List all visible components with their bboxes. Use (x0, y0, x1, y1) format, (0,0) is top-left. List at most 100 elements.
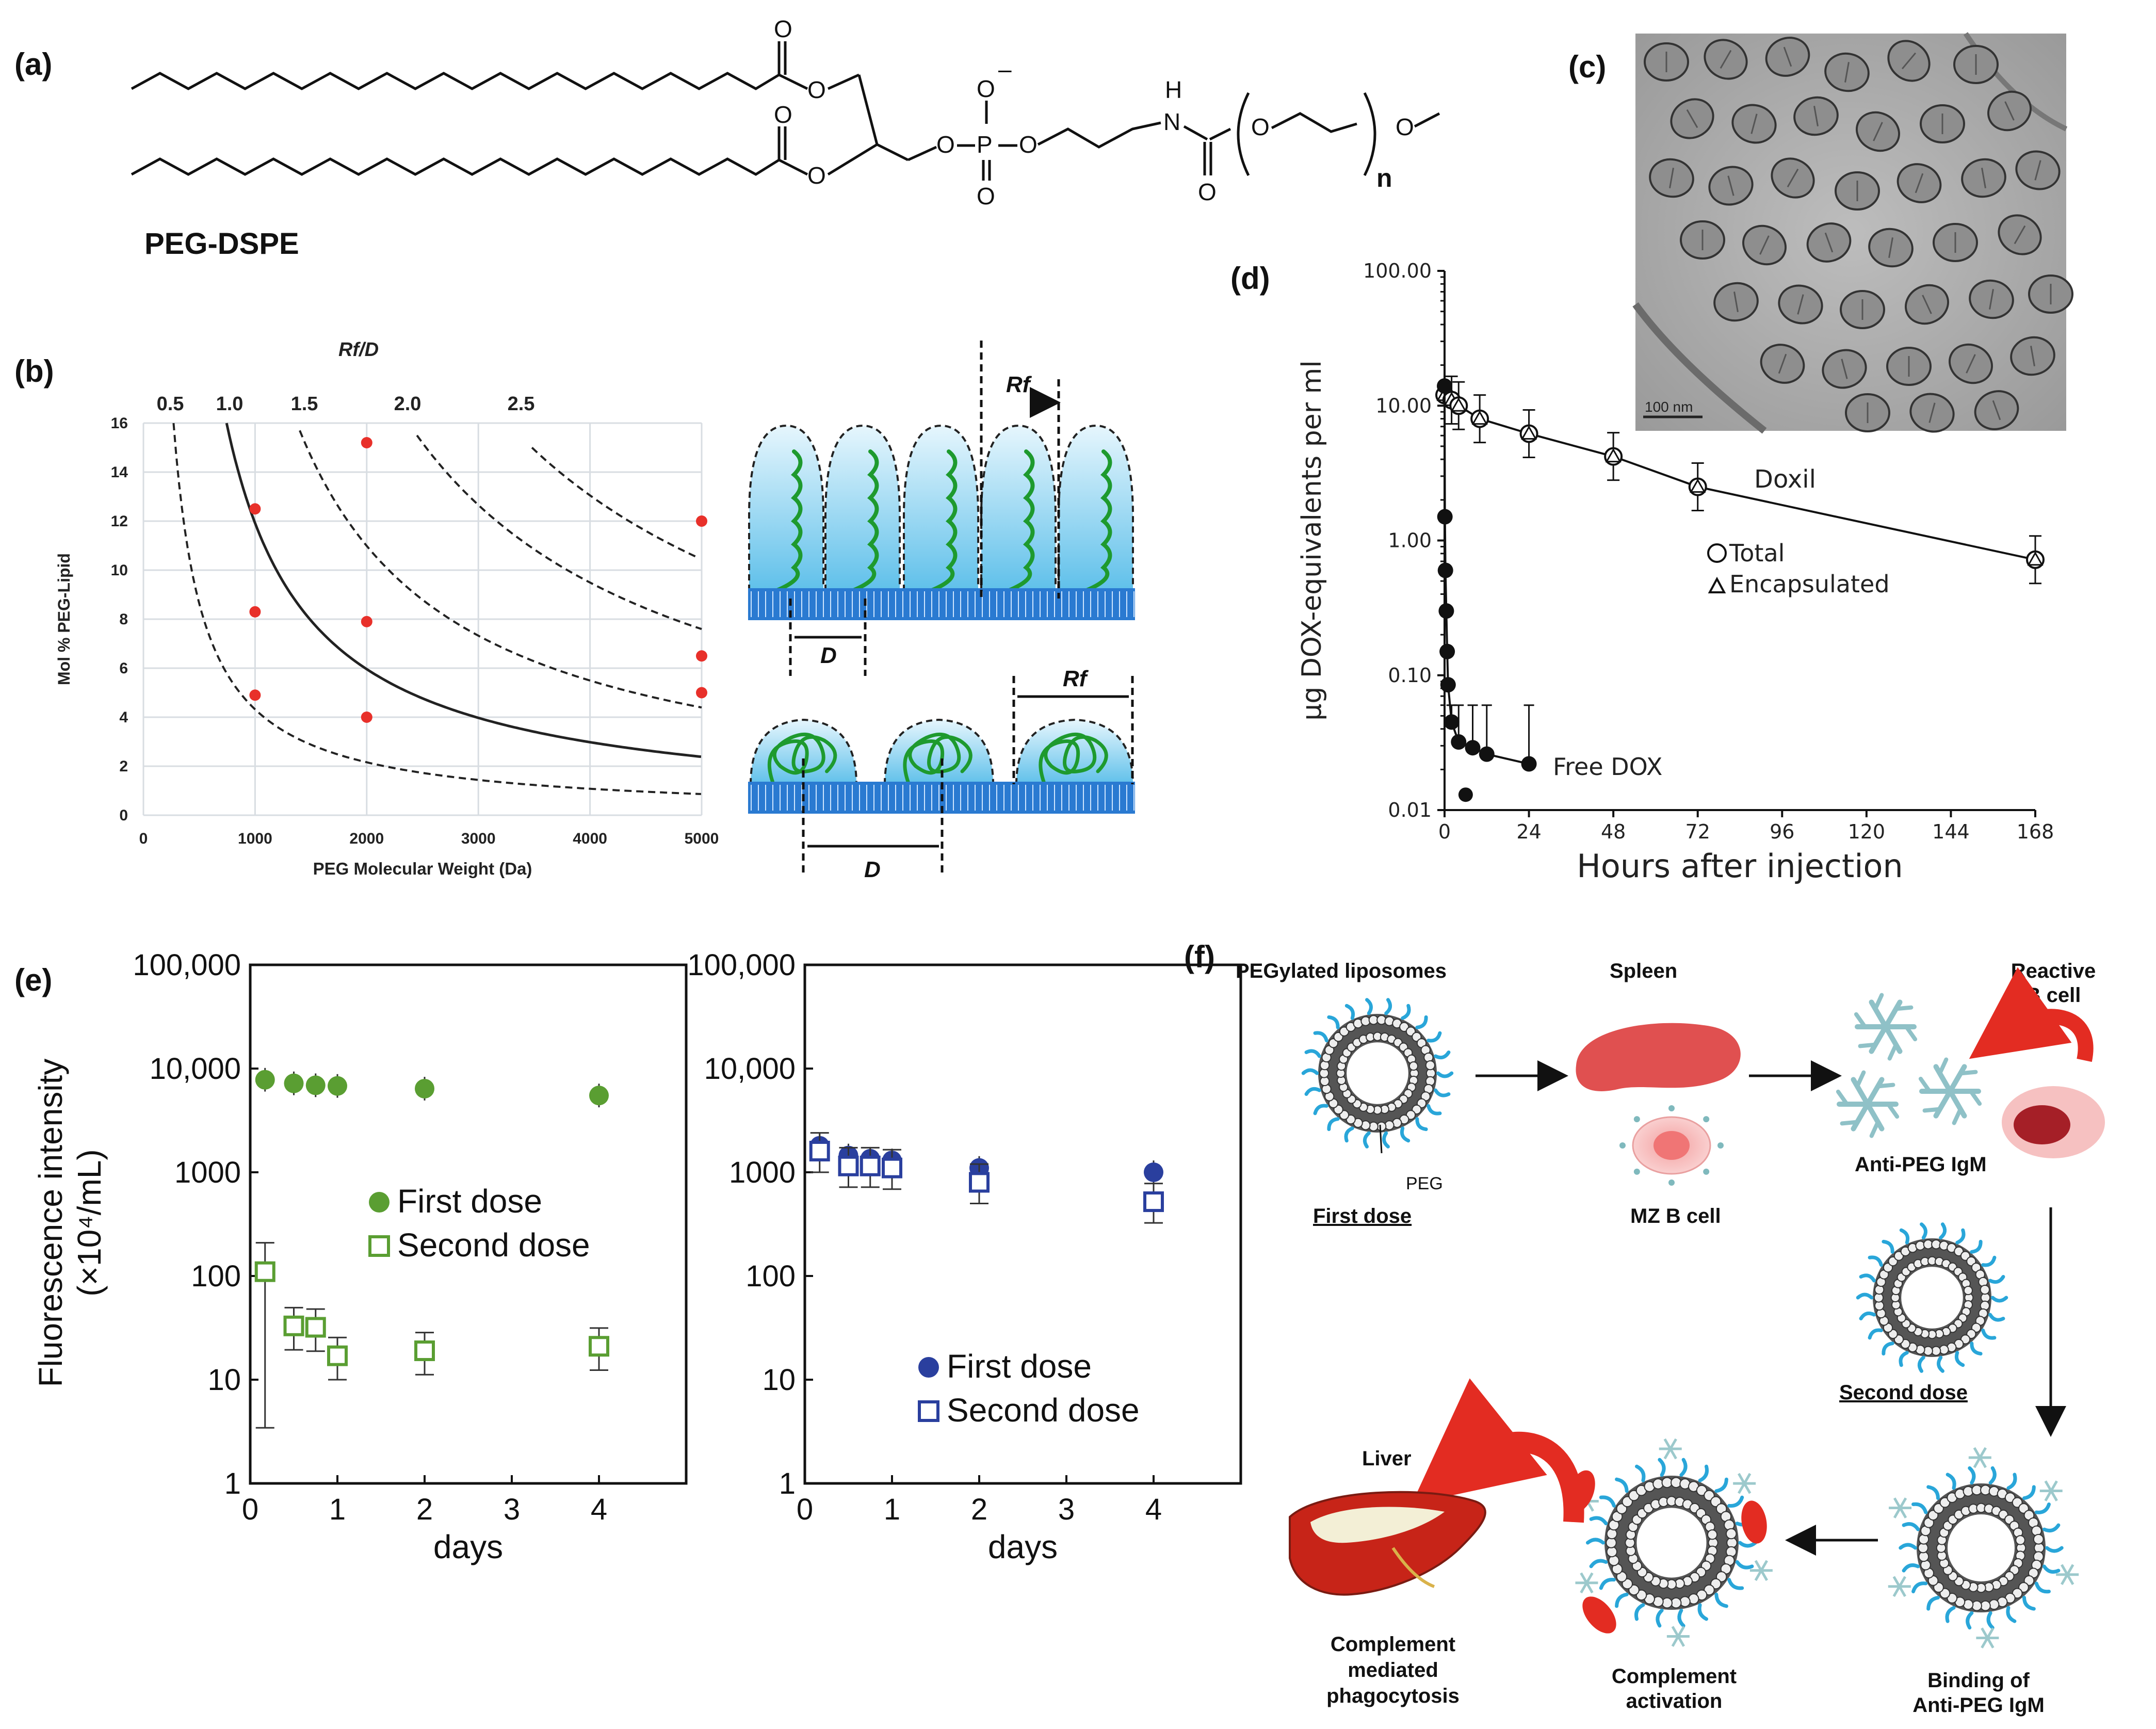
peg-chain (1902, 1522, 1920, 1531)
igm-arm (1865, 1102, 1885, 1132)
peg-chain (1677, 1608, 1685, 1628)
peg-chain (2042, 1564, 2061, 1574)
peg-chain-extended (774, 449, 803, 593)
x-tick-label: 1 (329, 1493, 346, 1526)
lipid-head-outer (1635, 1589, 1647, 1601)
peg-chain (1970, 1342, 1983, 1356)
peg-chain (1735, 1560, 1754, 1570)
point-free-dox (1439, 643, 1455, 659)
lipid-head-inner (1707, 1529, 1718, 1540)
y-tick-label: 10,000 (704, 1052, 796, 1086)
x-axis-label: days (988, 1528, 1058, 1565)
point-free-dox (1437, 509, 1453, 525)
igm-branch (1836, 1089, 1849, 1106)
y-tick-label: 10 (111, 562, 128, 579)
y-tick-label: 10,000 (150, 1052, 241, 1086)
mzb-surface-dot (1633, 1116, 1640, 1123)
point-second-dose (589, 1336, 609, 1357)
point-second-dose (809, 1140, 830, 1161)
x-tick-label: 0 (797, 1493, 813, 1526)
igm-arm (1743, 1473, 1752, 1484)
igm-branch (1876, 1082, 1895, 1089)
tem-vesicle-stripe (1981, 168, 1986, 188)
peg-chain (1304, 1087, 1321, 1096)
y-tick-label: 10 (762, 1363, 796, 1397)
curve-rf-d-1 (225, 423, 702, 758)
tem-vesicle-stripe (1901, 52, 1917, 70)
x-tick-label: 144 (1932, 820, 1970, 843)
igm-arm (1899, 1507, 1907, 1518)
peg-chain (2022, 1485, 2036, 1500)
mzb-surface-dot (1668, 1105, 1675, 1111)
spacing-d-label-top: D (820, 643, 837, 668)
label-reactive-2: B cell (2026, 984, 2081, 1007)
peg-chain-mushroom (1039, 732, 1108, 784)
x-tick-label: 24 (1516, 820, 1541, 843)
legend-marker-first-dose (918, 1357, 939, 1378)
peg-chain (1856, 1292, 1874, 1300)
peg-chain (1656, 1608, 1664, 1628)
peg-chain (1301, 1068, 1319, 1075)
point-free-dox (1437, 562, 1453, 578)
liposome-core (1347, 1042, 1408, 1104)
tem-vesicle-stripe (1928, 402, 1936, 423)
igm-arm (1933, 1089, 1953, 1119)
lipid-head-outer (1679, 1596, 1691, 1607)
igm-branch (1858, 1042, 1877, 1048)
point-doxil-encapsulated (1520, 425, 1537, 440)
point-doxil-encapsulated (1471, 410, 1488, 425)
peg-chain (1434, 1088, 1451, 1097)
point-first-dose (589, 1086, 609, 1106)
igm-branch (1886, 1102, 1900, 1119)
tem-vesicle-stripe (2014, 225, 2026, 245)
igm-branch (1922, 1107, 1942, 1113)
peg-chain (1313, 1104, 1328, 1116)
peg-bracket-left (1237, 92, 1250, 176)
lipid-head-outer (1425, 1060, 1435, 1071)
x-tick-label: 0 (1438, 820, 1451, 843)
point-second-dose (327, 1345, 348, 1366)
point-first-dose (284, 1073, 304, 1093)
peg-chain (1868, 1328, 1883, 1340)
data-point (361, 712, 372, 723)
igm-branch (1952, 1107, 1963, 1125)
atom-o-ester-upper: O (807, 76, 826, 103)
peg-chain (1586, 1538, 1605, 1545)
igm-arm (1979, 1447, 1987, 1459)
peg-chain-extended (1083, 449, 1112, 593)
y-tick-label: 10.00 (1375, 394, 1432, 417)
peg-chain (1698, 1464, 1709, 1482)
peg-chain (2006, 1606, 2017, 1623)
peg-cap-mushroom (1015, 718, 1134, 785)
y-axis-label: µg DOX-equivalents per ml (1296, 360, 1327, 721)
lipid-head-outer (2033, 1533, 2044, 1545)
point-free-dox (1451, 734, 1467, 750)
point-first-dose (305, 1075, 326, 1095)
brush-diagram-mushroom: D Rf (748, 666, 1135, 882)
peg-chain (1859, 1311, 1876, 1320)
curve-ratio-label: 2.0 (394, 393, 422, 415)
x-axis-label: days (433, 1528, 503, 1565)
brush-diagram-extended: D Rf (748, 341, 1135, 676)
peg-chain (1981, 1255, 1997, 1267)
tem-vesicle-stripe (1787, 168, 1799, 188)
y-tick-label: 10 (207, 1363, 241, 1397)
y-tick-label: 6 (119, 660, 128, 677)
liposome-core (1636, 1508, 1707, 1578)
igm-arm (1898, 1576, 1906, 1588)
igm-arm (1893, 1497, 1902, 1509)
igm-arm (1883, 999, 1903, 1029)
peg-chain (1988, 1275, 2005, 1284)
igm-branch (1938, 1057, 1949, 1076)
peg-chain (1926, 1485, 1940, 1500)
atom-p: P (977, 131, 993, 158)
label-reactive-1: Reactive (2011, 960, 2096, 982)
igm-arm (1883, 1024, 1903, 1054)
peg-chain (2022, 1595, 2036, 1611)
data-point (361, 437, 372, 448)
legend-second-dose: Second dose (947, 1392, 1140, 1429)
acyl-chain-upper (131, 72, 780, 90)
igm-branch (1887, 1042, 1898, 1061)
